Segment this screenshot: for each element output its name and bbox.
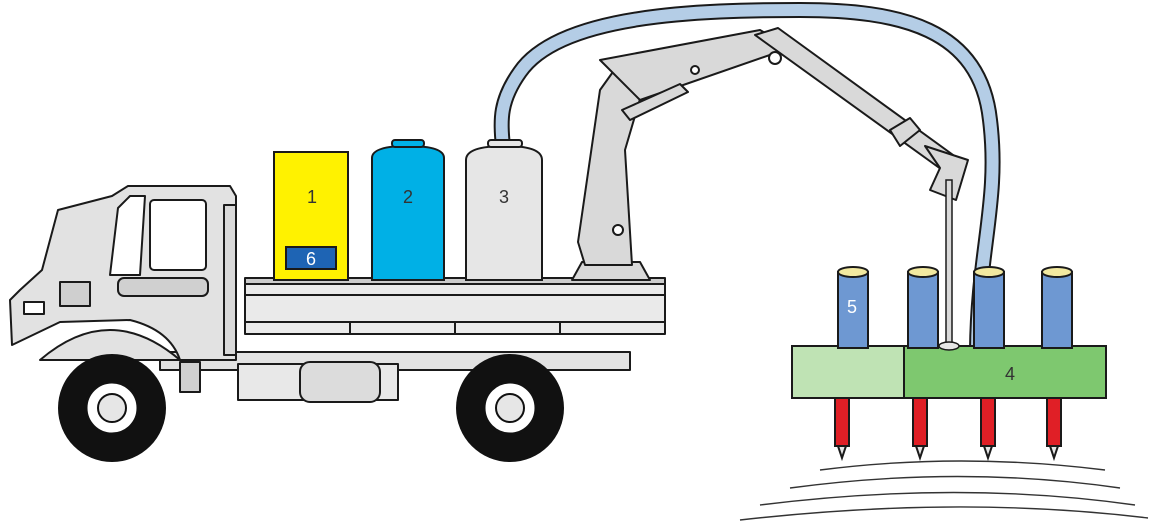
piles	[838, 267, 1072, 348]
truck-step	[180, 362, 200, 392]
truck-front-wheel	[58, 354, 166, 462]
truck-exhaust	[224, 205, 236, 355]
drill-base-plate	[939, 342, 959, 350]
truck-rear-wheel	[456, 354, 564, 462]
crane	[572, 28, 968, 280]
pile	[974, 267, 1004, 348]
truck-fuel-tank	[300, 362, 380, 402]
label-panel-6: 6	[306, 249, 316, 269]
anchor	[835, 398, 849, 458]
label-tank-2: 2	[403, 187, 413, 207]
tank-2	[372, 146, 444, 280]
anchor	[1047, 398, 1061, 458]
foundation-slab-side	[792, 346, 904, 398]
label-tank-1: 1	[307, 187, 317, 207]
tank-3	[466, 146, 542, 280]
drill-rod	[946, 180, 952, 345]
truck-door-handle	[118, 278, 208, 296]
pile	[1042, 267, 1072, 348]
ground-vibration-arcs	[740, 461, 1148, 520]
label-tank-3: 3	[499, 187, 509, 207]
anchor	[981, 398, 995, 458]
pile	[908, 267, 938, 348]
anchor	[913, 398, 927, 458]
label-pile-5: 5	[847, 297, 857, 317]
truck-headlight	[24, 302, 44, 314]
anchors	[835, 398, 1061, 458]
truck-grille	[60, 282, 90, 306]
label-foundation-4: 4	[1005, 364, 1015, 384]
truck-side-window	[150, 200, 206, 270]
